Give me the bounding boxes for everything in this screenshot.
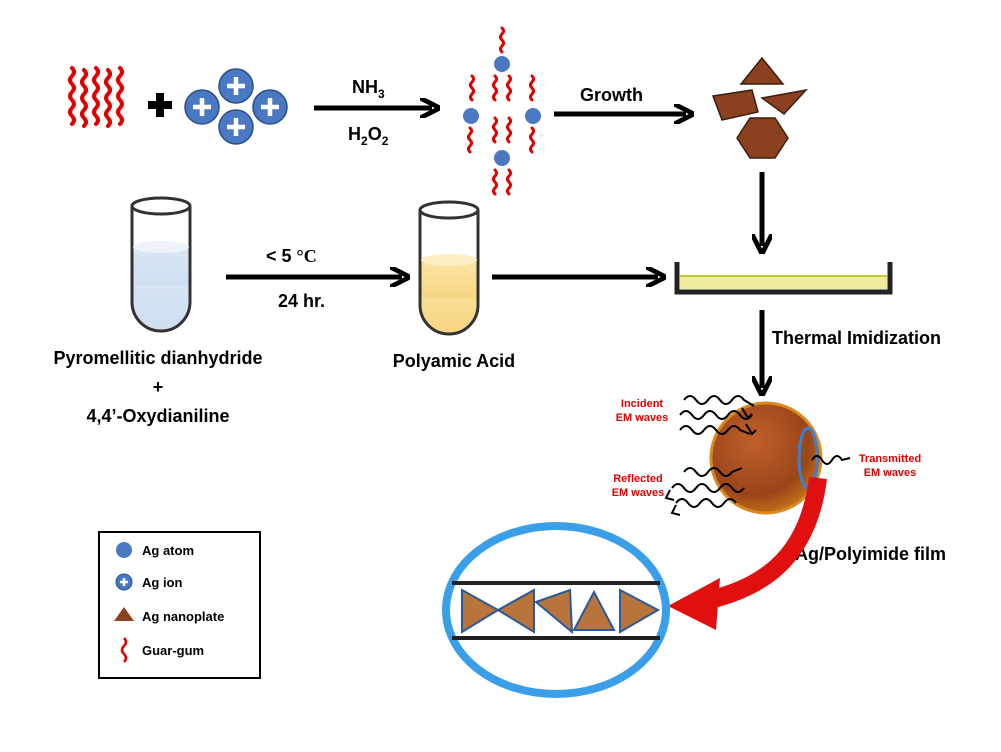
- casting-tray: [674, 262, 893, 295]
- guar-gum-icon: [120, 637, 128, 663]
- incident-em-waves: [679, 395, 757, 436]
- growth-label: Growth: [580, 85, 643, 105]
- legend-label-guar-gum: Guar-gum: [142, 643, 204, 658]
- reagent-h2o2: H2O2: [348, 124, 389, 148]
- legend: Ag atom Ag ion Ag nanoplate Guar-gum: [98, 531, 261, 679]
- guar-gum-strands: [68, 66, 124, 128]
- zoom-arrow: [668, 476, 827, 630]
- reflected-em-waves: [664, 467, 745, 516]
- ag-guar-gum-complex: [463, 26, 541, 196]
- transmitted-label-2: EM waves: [864, 467, 917, 479]
- transmitted-label-1: Transmitted: [859, 453, 921, 465]
- ag-polyimide-film-sphere: [709, 401, 823, 515]
- reflected-label-2: EM waves: [612, 487, 665, 499]
- condition-temperature: < 5 °C: [266, 246, 317, 266]
- ag-atom-icon: [116, 542, 132, 558]
- ag-polyimide-film-label: Ag/Polyimide film: [795, 544, 946, 564]
- transmitted-em-wave: [811, 455, 851, 465]
- reagent-nh3: NH3: [352, 77, 385, 101]
- film-cross-section-zoom: [442, 522, 670, 698]
- condition-time: 24 hr.: [278, 291, 325, 311]
- plus-sign-icon: [148, 93, 172, 117]
- pmda-oda-tube: [130, 196, 192, 333]
- polyamic-acid-tube: [418, 200, 480, 336]
- ag-ion-cluster: [184, 68, 288, 145]
- ag-ion-icon: [115, 573, 133, 591]
- monomer-plus: +: [153, 377, 164, 397]
- ag-nanoplate-icon: [114, 607, 134, 621]
- thermal-imidization-label: Thermal Imidization: [772, 328, 941, 348]
- legend-label-ag-atom: Ag atom: [142, 543, 194, 558]
- reflected-label-1: Reflected: [613, 473, 663, 485]
- ag-nanoplates: [711, 56, 809, 159]
- polyamic-acid-label: Polyamic Acid: [393, 351, 515, 371]
- legend-label-ag-ion: Ag ion: [142, 575, 182, 590]
- incident-label-1: Incident: [621, 398, 664, 410]
- incident-label-2: EM waves: [616, 412, 669, 424]
- legend-label-ag-nanoplate: Ag nanoplate: [142, 609, 224, 624]
- monomer-2-label: 4,4’-Oxydianiline: [86, 406, 229, 426]
- monomer-1-label: Pyromellitic dianhydride: [53, 348, 262, 368]
